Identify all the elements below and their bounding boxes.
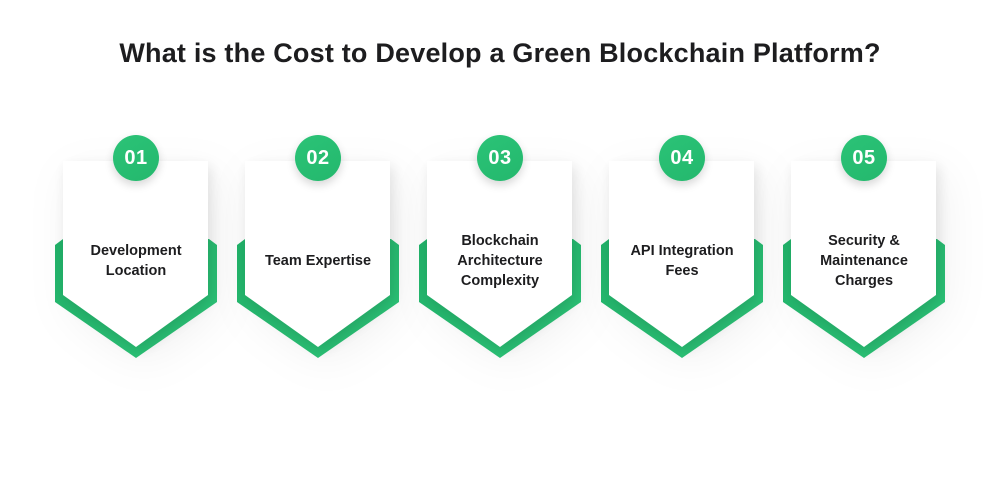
- card-panel-shadow: [419, 135, 581, 371]
- step-card-5: 05 Security & Maintenance Charges: [783, 135, 945, 371]
- step-label: API Integration Fees: [630, 243, 734, 279]
- card-panel-shadow: [601, 135, 763, 371]
- step-label: Development Location: [90, 243, 182, 279]
- step-card-1: 01 Development Location: [55, 135, 217, 371]
- step-number-badge: 01: [113, 135, 159, 181]
- card-panel-shadow: [783, 135, 945, 371]
- step-number-badge: 04: [659, 135, 705, 181]
- step-number-badge: 03: [477, 135, 523, 181]
- step-number: 01: [124, 146, 148, 169]
- step-card-4: 04 API Integration Fees: [601, 135, 763, 371]
- page-title: What is the Cost to Develop a Green Bloc…: [119, 38, 881, 68]
- step-label: Blockchain Architecture Complexity: [457, 233, 543, 289]
- step-number-badge: 05: [841, 135, 887, 181]
- step-label: Team Expertise: [264, 253, 372, 269]
- step-number: 02: [306, 146, 330, 169]
- step-number: 03: [488, 146, 512, 169]
- steps-row: 01 Development Location 02 Team Expertis…: [0, 135, 1000, 371]
- step-card-3: 03 Blockchain Architecture Complexity: [419, 135, 581, 371]
- step-label: Security & Maintenance Charges: [820, 233, 908, 289]
- step-number: 05: [852, 146, 876, 169]
- card-panel-shadow: [55, 135, 217, 371]
- card-panel-shadow: [237, 135, 399, 371]
- step-card-2: 02 Team Expertise: [237, 135, 399, 371]
- step-number: 04: [670, 146, 694, 169]
- infographic: What is the Cost to Develop a Green Bloc…: [0, 38, 1000, 500]
- step-number-badge: 02: [295, 135, 341, 181]
